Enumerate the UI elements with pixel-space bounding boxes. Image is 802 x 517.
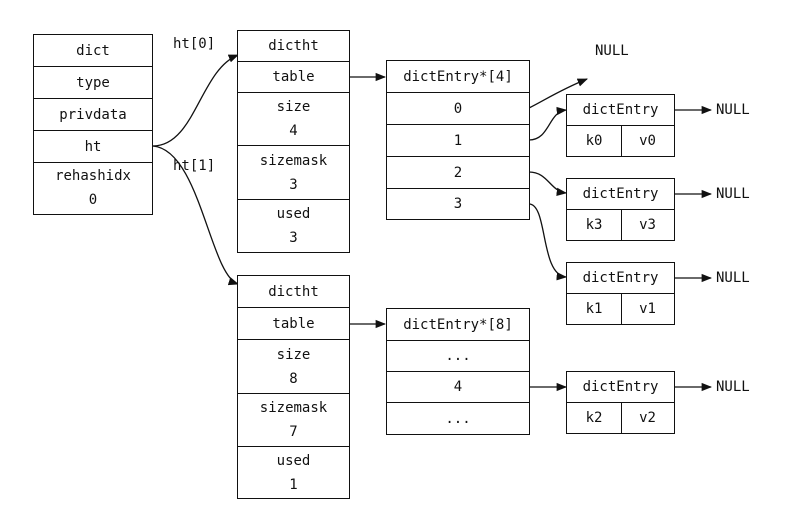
dict-type: type [34,67,152,99]
entry-key: k0 [585,133,603,149]
entry-key: k2 [585,410,603,426]
array8-slot: ... [445,410,471,427]
dictentry-array-8: dictEntry*[8] ... 4 ... [386,308,530,435]
array8-slot: ... [387,341,529,372]
dictht1-title: dictht [238,276,349,308]
entry-title: dictEntry [567,95,674,126]
entry-divider [621,126,622,156]
entry-divider [621,403,622,433]
dict-privdata: privdata [34,99,152,131]
entry-value: v1 [639,301,656,317]
array4-slot: 3 [453,196,463,212]
arrow-slot3-k1 [528,203,568,281]
arrow-slot0-null [528,78,588,109]
arrow-ht-to-ht1 [152,145,239,286]
array8-title: dictEntry*[8] [387,309,529,341]
arrow-slot2-k3 [528,171,568,196]
array4-title: dictEntry*[4] [387,61,529,93]
array4-slot: 1 [387,125,529,157]
null-label: NULL [716,379,750,395]
entry-divider [621,294,622,324]
entry-title: dictEntry [567,179,674,210]
array4-slot: 2 [387,157,529,189]
arrow-ht-to-ht0 [152,54,239,147]
null-label: NULL [716,102,750,118]
dictentry-k3: dictEntry k3 v3 [566,178,675,241]
entry-value: v3 [639,217,656,233]
entry-title: dictEntry [567,263,674,294]
array8-slot: 4 [387,372,529,403]
entry-divider [621,210,622,240]
dict-title: dict [34,35,152,67]
dictentry-array-4: dictEntry*[4] 0 1 2 3 [386,60,530,220]
dictentry-k2: dictEntry k2 v2 [566,371,675,434]
dictentry-k0: dictEntry k0 v0 [566,94,675,157]
null-label: NULL [595,43,629,59]
array4-slot: 0 [387,93,529,125]
dictentry-k1: dictEntry k1 v1 [566,262,675,325]
arrow-slot1-k0 [528,106,568,141]
entry-key: k1 [585,301,603,317]
ht1-label: ht[1] [173,158,216,174]
entry-key: k3 [585,217,603,233]
entry-value: v2 [639,410,656,426]
ht0-label: ht[0] [173,36,216,52]
dictht1-table: table [238,308,349,340]
entry-title: dictEntry [567,372,674,403]
null-label: NULL [716,186,750,202]
dictht0-title: dictht [238,31,349,62]
null-label: NULL [716,270,750,286]
dict-ht: ht [34,131,152,163]
dictht0-table: table [238,62,349,93]
entry-value: v0 [639,133,656,149]
